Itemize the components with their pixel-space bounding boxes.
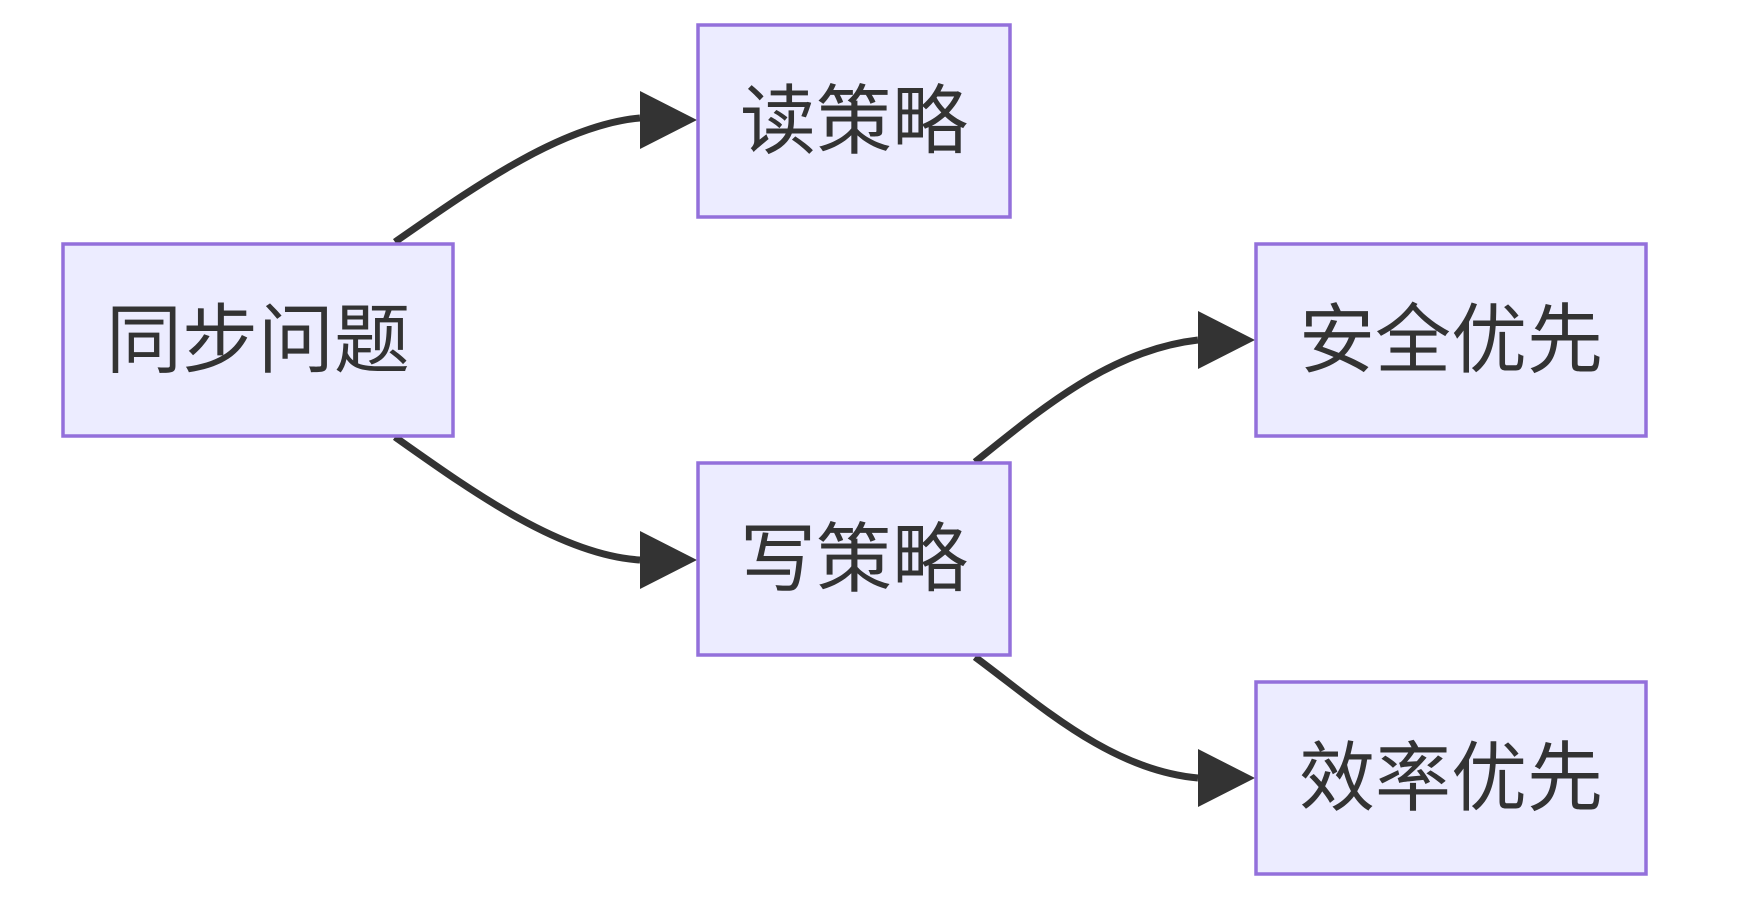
node-label: 同步问题 xyxy=(106,296,410,385)
edge-sync-to-write xyxy=(392,434,641,564)
edge-write-to-efficiency xyxy=(972,654,1199,782)
node-label: 安全优先 xyxy=(1299,296,1603,385)
arrowhead-safety xyxy=(1198,311,1255,369)
node-write-strategy[interactable]: 写策略 xyxy=(696,461,1012,657)
arrowhead-read xyxy=(640,91,697,149)
node-label: 读策略 xyxy=(740,77,968,166)
arrowhead-write xyxy=(640,531,697,589)
node-safety-first[interactable]: 安全优先 xyxy=(1254,242,1648,438)
node-label: 写策略 xyxy=(740,515,968,604)
node-efficiency-first[interactable]: 效率优先 xyxy=(1254,680,1648,876)
node-sync-problem[interactable]: 同步问题 xyxy=(61,242,455,438)
node-label: 效率优先 xyxy=(1299,734,1603,823)
node-read-strategy[interactable]: 读策略 xyxy=(696,23,1012,219)
arrowhead-efficiency xyxy=(1198,749,1255,807)
edge-write-to-safety xyxy=(972,336,1199,465)
edges xyxy=(392,91,1255,807)
edge-sync-to-read xyxy=(393,114,641,245)
